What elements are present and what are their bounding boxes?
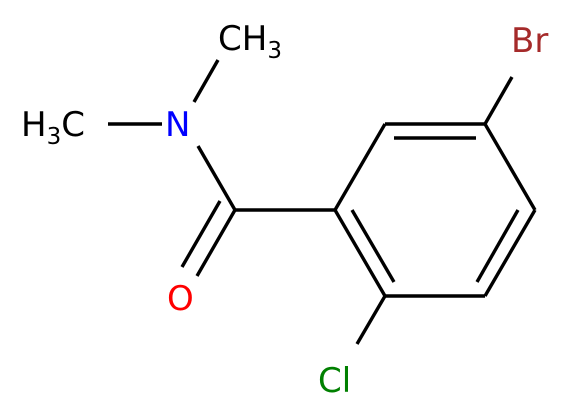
methyl-top-subscript: 3: [267, 38, 282, 64]
bond-ring-to-chlorine: [355, 295, 387, 345]
methyl-left-label: H3C: [21, 105, 85, 150]
bond-n-to-methyl-top: [192, 59, 220, 103]
ring-bond-c6-c1: [333, 123, 387, 211]
bond-ring-to-bromine: [483, 76, 514, 125]
methyl-top-ch: CH: [218, 19, 267, 59]
ring-double-bond-inner-2: [475, 209, 520, 283]
nitrogen-label: N: [165, 105, 190, 145]
methyl-left-h: H: [21, 105, 47, 145]
bond-c-o-double-a: [195, 209, 237, 277]
ring-bond-c1-c2: [333, 209, 387, 297]
chlorine-label: Cl: [318, 361, 351, 401]
bond-c-o-double-b: [180, 200, 222, 268]
methyl-left-c: C: [61, 105, 85, 145]
oxygen-label: O: [167, 279, 194, 319]
ring-double-bond-inner-1: [350, 209, 396, 283]
ring-bond-c4-c5: [483, 123, 537, 211]
methyl-top-label: CH3: [218, 19, 282, 64]
benzene-ring: [333, 122, 537, 298]
methyl-left-subscript: 3: [47, 124, 62, 150]
bromine-label: Br: [511, 21, 548, 61]
ring-bond-c3-c4: [483, 209, 537, 297]
bond-carbonyl-to-n: [196, 145, 237, 211]
